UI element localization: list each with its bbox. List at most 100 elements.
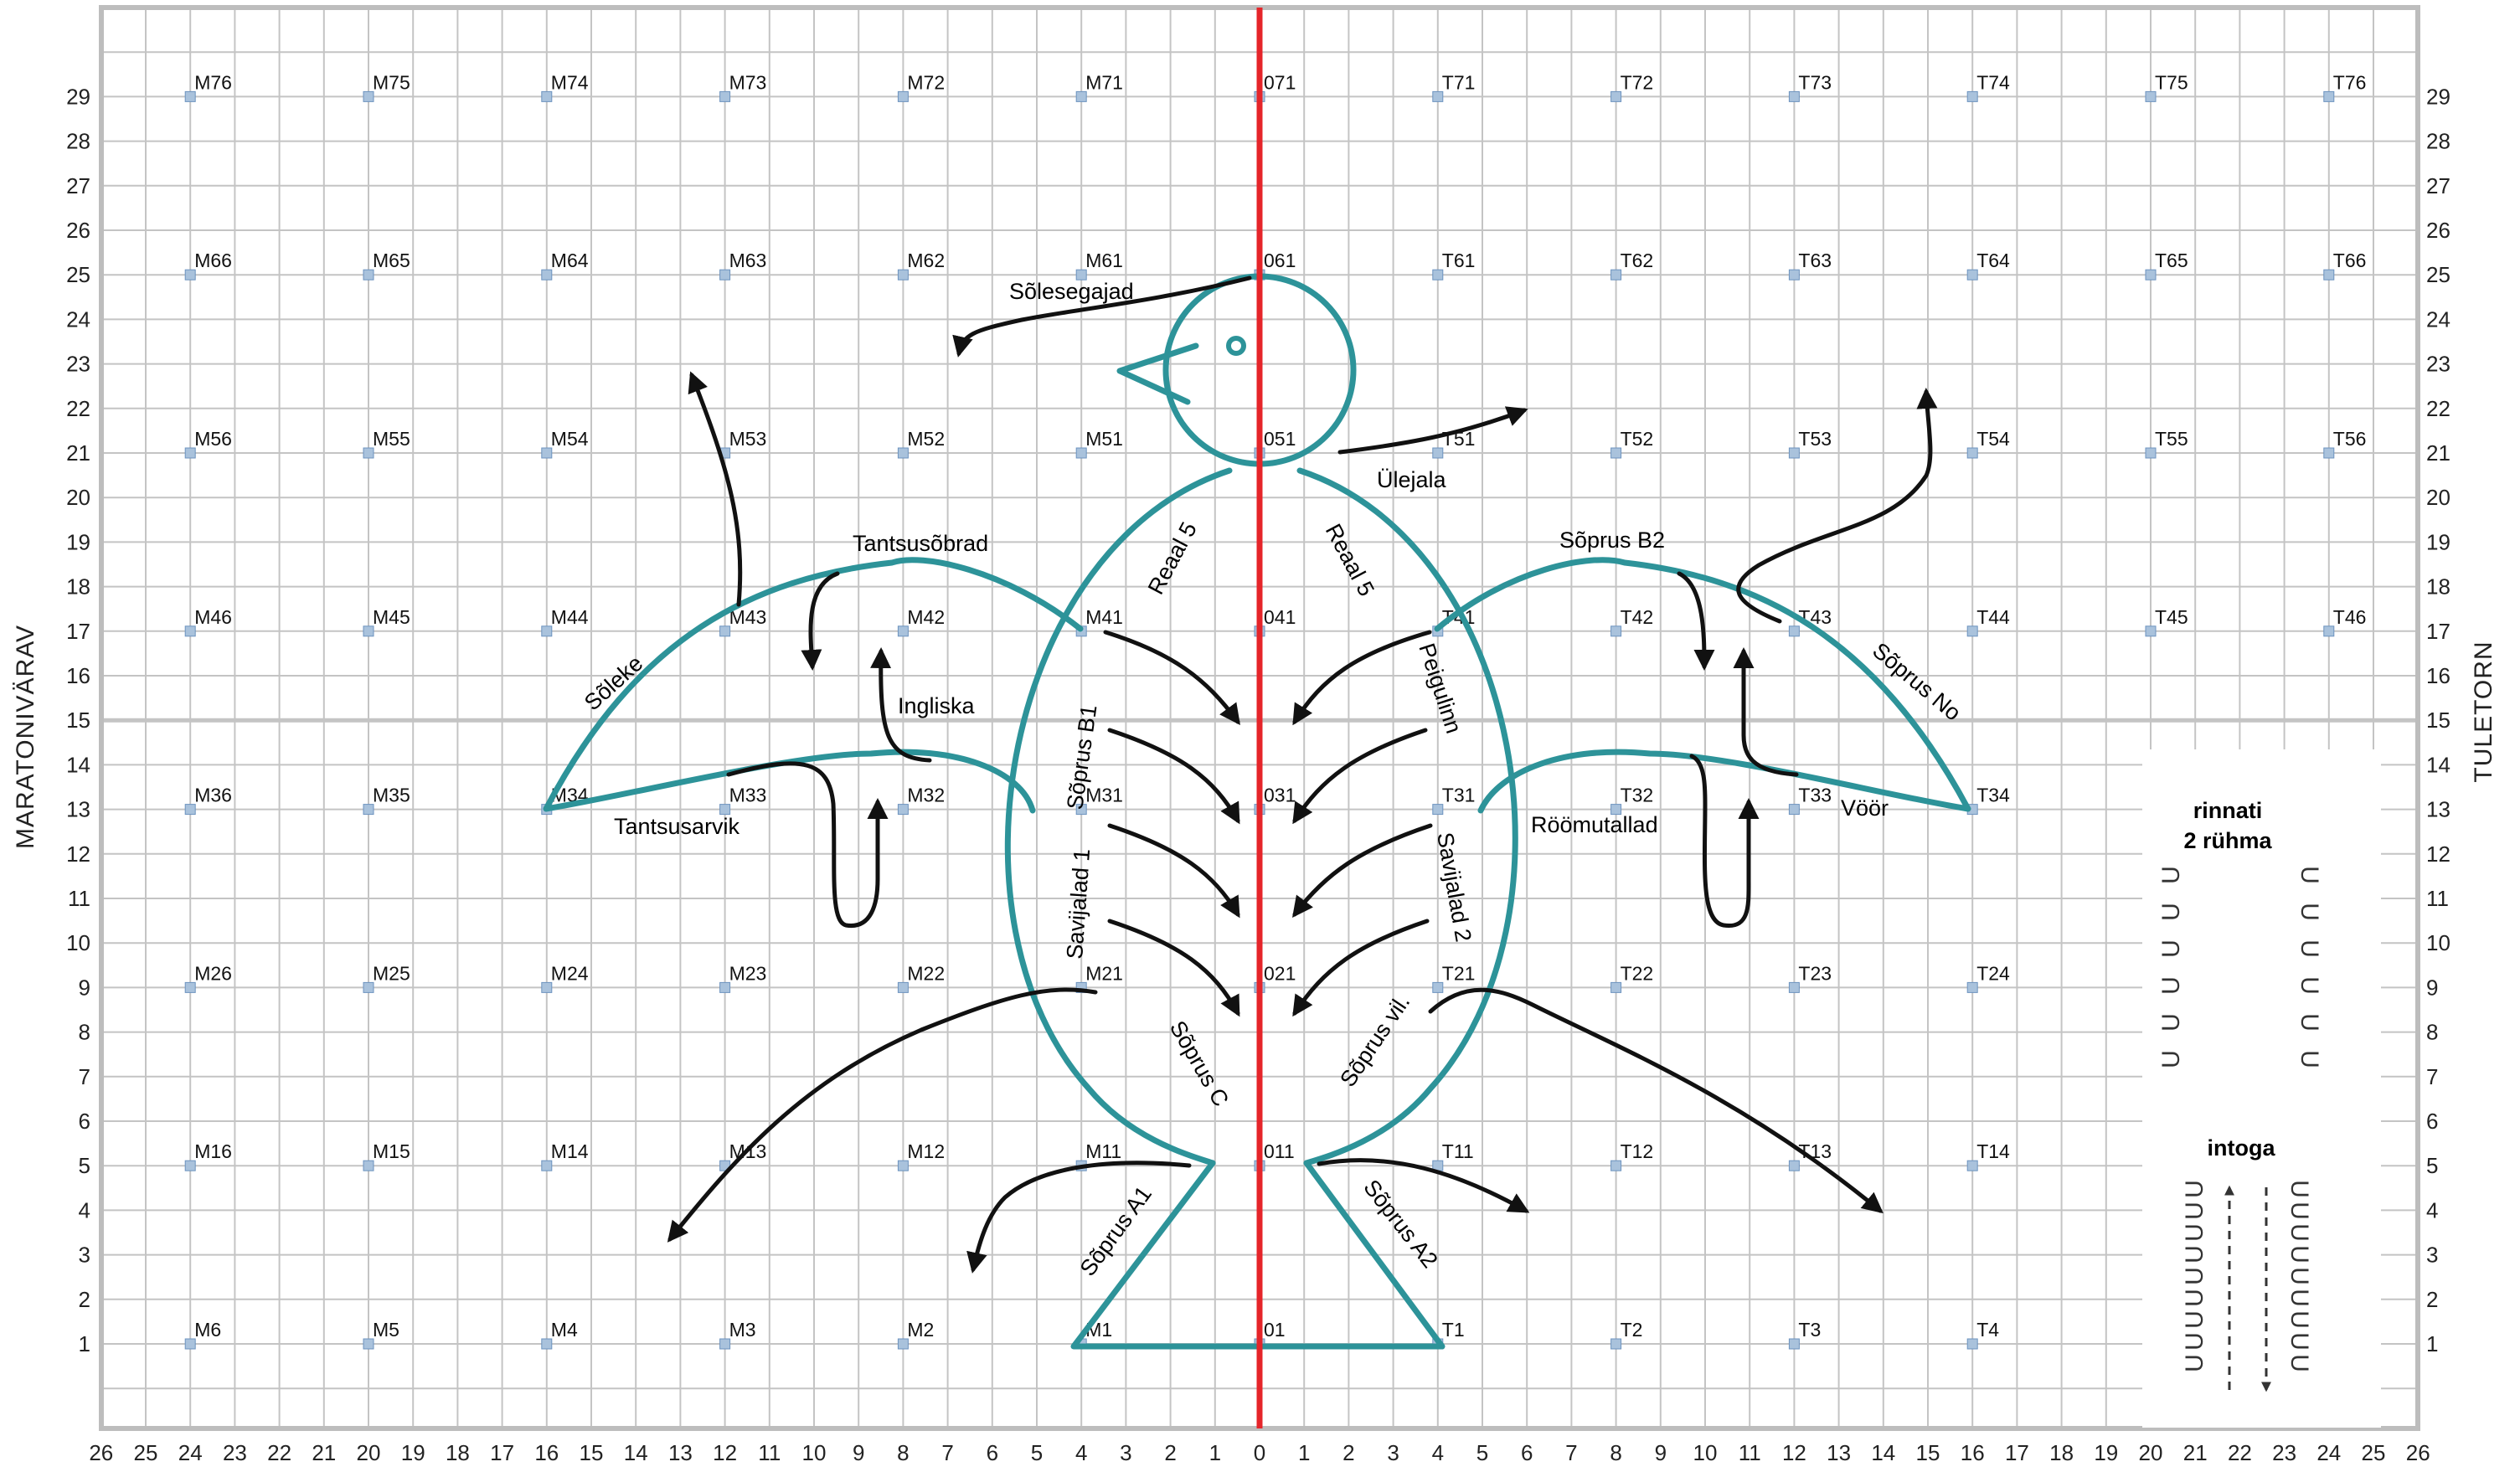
position-label: T3 xyxy=(1798,1319,1821,1341)
x-tick-label: 16 xyxy=(534,1440,559,1465)
y-tick-label-right: 22 xyxy=(2426,396,2450,421)
position-label: T64 xyxy=(1976,250,2010,271)
position-label: T73 xyxy=(1798,71,1832,93)
x-tick-label: 25 xyxy=(134,1440,158,1465)
y-tick-label-right: 21 xyxy=(2426,440,2450,466)
position-label: M26 xyxy=(194,962,232,984)
x-tick-label: 1 xyxy=(1298,1440,1310,1465)
position-label: T31 xyxy=(1442,785,1476,806)
x-tick-label: 9 xyxy=(853,1440,864,1465)
position-label: T2 xyxy=(1621,1319,1643,1341)
position-label: M24 xyxy=(551,962,589,984)
label-sopruse-no: Sõprus No xyxy=(1868,638,1966,726)
route-sopruse-b2-down-arrow xyxy=(1679,574,1704,667)
y-tick-label-right: 7 xyxy=(2426,1064,2438,1089)
x-tick-label: 7 xyxy=(941,1440,953,1465)
legend-title-line1: rinnati xyxy=(2193,798,2263,823)
position-label: T11 xyxy=(1442,1140,1474,1162)
y-tick-label-right: 24 xyxy=(2426,306,2450,332)
x-tick-label: 10 xyxy=(802,1440,827,1465)
y-tick-label-left: 8 xyxy=(79,1020,90,1045)
x-tick-label: 12 xyxy=(713,1440,737,1465)
position-label: M31 xyxy=(1085,785,1123,806)
bird-beak xyxy=(1120,346,1196,402)
y-tick-label-left: 16 xyxy=(66,663,90,688)
x-tick-label: 16 xyxy=(1961,1440,1985,1465)
y-tick-label-left: 29 xyxy=(66,84,90,109)
label-sopruse-c: Sõprus C xyxy=(1165,1017,1234,1110)
y-tick-label-right: 14 xyxy=(2426,752,2450,777)
position-label: T46 xyxy=(2333,606,2367,628)
y-tick-label-left: 5 xyxy=(79,1153,90,1178)
position-label: T42 xyxy=(1621,606,1654,628)
x-tick-label: 25 xyxy=(2362,1440,2386,1465)
y-tick-label-left: 28 xyxy=(66,129,90,154)
y-tick-label-right: 2 xyxy=(2426,1287,2438,1312)
position-label: M16 xyxy=(194,1140,232,1162)
x-tick-label: 4 xyxy=(1075,1440,1087,1465)
position-label: T21 xyxy=(1442,962,1476,984)
label-sopruse-b2: Sõprus B2 xyxy=(1559,528,1665,553)
x-tick-label: 21 xyxy=(2183,1440,2208,1465)
position-label: T54 xyxy=(1976,428,2010,450)
position-label: M76 xyxy=(194,71,232,93)
position-label: T44 xyxy=(1976,606,2010,628)
position-label: M44 xyxy=(551,606,589,628)
position-label: T22 xyxy=(1621,962,1654,984)
x-tick-label: 5 xyxy=(1031,1440,1043,1465)
label-tantsusarvik: Tantsusarvik xyxy=(614,814,740,839)
route-left-inner-arrow-4 xyxy=(1110,921,1238,1013)
position-label: M54 xyxy=(551,428,589,450)
y-tick-label-left: 7 xyxy=(79,1064,90,1089)
y-tick-label-left: 14 xyxy=(66,752,90,777)
position-label: M36 xyxy=(194,785,232,806)
position-label: T61 xyxy=(1442,250,1476,271)
route-sopruse-a2-arrow xyxy=(1319,1161,1526,1211)
position-label: M15 xyxy=(373,1140,410,1162)
position-label: M46 xyxy=(194,606,232,628)
position-label: T14 xyxy=(1976,1140,2010,1162)
y-tick-label-left: 11 xyxy=(68,886,90,911)
y-tick-label-right: 3 xyxy=(2426,1243,2438,1268)
position-label: M73 xyxy=(729,71,767,93)
position-label: M35 xyxy=(373,785,410,806)
x-tick-label: 7 xyxy=(1565,1440,1577,1465)
position-label: T76 xyxy=(2333,71,2367,93)
x-tick-label: 5 xyxy=(1476,1440,1488,1465)
y-tick-label-left: 25 xyxy=(66,262,90,287)
position-label: M53 xyxy=(729,428,767,450)
position-label: M5 xyxy=(373,1319,399,1341)
label-ingliska: Ingliska xyxy=(898,693,976,718)
position-label: M14 xyxy=(551,1140,589,1162)
legend-dancer-glyph: U xyxy=(2286,1310,2313,1329)
x-tick-label: 24 xyxy=(2316,1440,2341,1465)
legend-subtitle: intoga xyxy=(2208,1135,2276,1161)
x-tick-label: 14 xyxy=(1871,1440,1895,1465)
route-right-inner-arrow-1 xyxy=(1295,632,1430,722)
y-tick-label-left: 21 xyxy=(66,440,90,466)
legend-dancer-glyph: U xyxy=(2286,1354,2313,1372)
route-ulejala-arrow xyxy=(1340,410,1524,452)
position-label: T62 xyxy=(1621,250,1654,271)
y-tick-label-left: 20 xyxy=(66,485,90,510)
y-axis-ticks-right: 1234567891011121314151617181920212223242… xyxy=(2426,84,2450,1356)
position-label: T23 xyxy=(1798,962,1832,984)
legend-dancer-glyph: U xyxy=(2296,976,2323,995)
legend-dancer-glyph: U xyxy=(2181,1223,2208,1242)
x-tick-label: 11 xyxy=(758,1440,781,1465)
x-tick-label: 21 xyxy=(312,1440,336,1465)
bird-eye xyxy=(1229,338,1244,353)
y-tick-label-right: 23 xyxy=(2426,352,2450,377)
position-label: T4 xyxy=(1976,1319,1999,1341)
label-voor: Vöör xyxy=(1841,795,1889,821)
route-roomutallad-hook-arrow xyxy=(1692,756,1749,926)
position-label: T63 xyxy=(1798,250,1832,271)
x-tick-label: 6 xyxy=(987,1440,998,1465)
legend-dancer-glyph: U xyxy=(2181,1180,2208,1198)
position-label: M55 xyxy=(373,428,410,450)
y-tick-label-right: 10 xyxy=(2426,930,2450,955)
y-tick-label-right: 28 xyxy=(2426,129,2450,154)
y-tick-label-right: 9 xyxy=(2426,975,2438,1000)
